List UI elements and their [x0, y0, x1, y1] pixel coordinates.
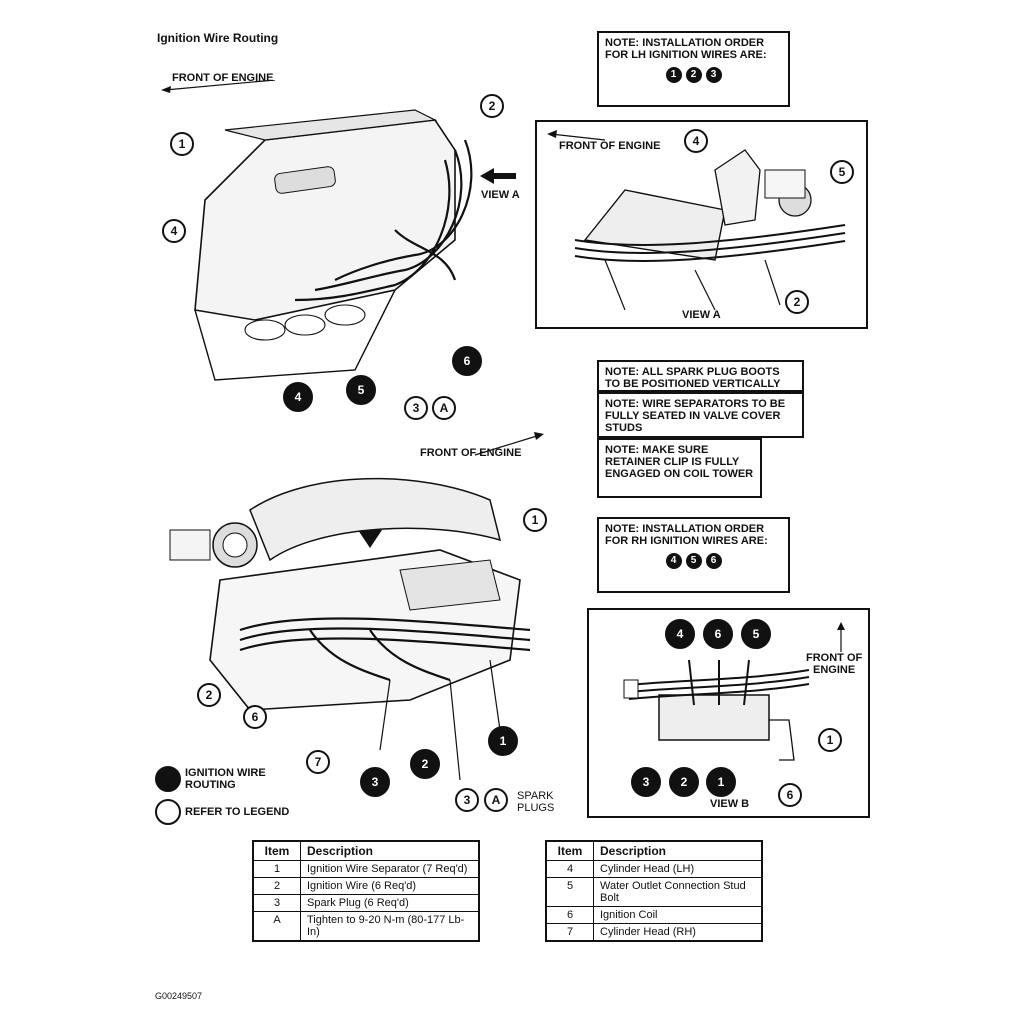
note-lh-installation-order: NOTE: INSTALLATION ORDER FOR LH IGNITION… — [597, 31, 790, 107]
view-b-panel: FRONT OF ENGINE 4 6 5 3 2 1 1 6 VIEW B — [587, 608, 870, 818]
top-engine-illustration — [161, 80, 473, 381]
legend-open-row: REFER TO LEGEND — [155, 799, 289, 825]
callout-4-view-a: 4 — [684, 129, 708, 153]
view-a-arrow-icon — [480, 168, 516, 184]
note-rh-text: NOTE: INSTALLATION ORDER FOR RH IGNITION… — [605, 523, 768, 547]
front-of-engine-label-bottom: FRONT OF ENGINE — [420, 447, 522, 459]
callout-7-bottom: 7 — [306, 750, 330, 774]
callout-a-bottom: A — [484, 788, 508, 812]
view-b-caption: VIEW B — [710, 798, 750, 810]
table-left-header-item: Item — [252, 840, 301, 861]
view-b-callout-1: 1 — [706, 767, 736, 797]
spark-plugs-label: SPARK PLUGS — [517, 790, 555, 814]
callout-5-view-a: 5 — [830, 160, 854, 184]
callout-filled-1-bottom: 1 — [488, 726, 518, 756]
note-retainer-clip: NOTE: MAKE SURE RETAINER CLIP IS FULLY E… — [597, 438, 762, 498]
table-left-header-row: Item Description — [252, 840, 480, 861]
callout-filled-2-bottom: 2 — [410, 749, 440, 779]
callout-2-bottom: 2 — [197, 683, 221, 707]
callout-1-top: 1 — [170, 132, 194, 156]
view-b-callout-4: 4 — [665, 619, 695, 649]
view-b-callout-5: 5 — [741, 619, 771, 649]
callout-1-bottom: 1 — [523, 508, 547, 532]
table-right-header-item: Item — [545, 840, 594, 861]
legend-open-circle-icon — [155, 799, 181, 825]
view-a-panel: FRONT OF ENGINE 4 5 2 VIEW A — [535, 120, 868, 329]
lh-order-2: 2 — [685, 67, 702, 83]
callout-2-view-a: 2 — [785, 290, 809, 314]
view-b-callout-2: 2 — [669, 767, 699, 797]
front-of-engine-label-view-a: FRONT OF ENGINE — [559, 140, 661, 152]
note-lh-text: NOTE: INSTALLATION ORDER FOR LH IGNITION… — [605, 37, 767, 61]
callout-filled-4-top: 4 — [283, 382, 313, 412]
table-left-header-description: Description — [300, 840, 480, 861]
callout-filled-5-top: 5 — [346, 375, 376, 405]
table-right-header-row: Item Description — [545, 840, 763, 861]
lh-order-3: 3 — [705, 67, 722, 83]
legend-open-text: REFER TO LEGEND — [185, 806, 290, 818]
callout-3-top: 3 — [404, 396, 428, 420]
callout-filled-3-bottom: 3 — [360, 767, 390, 797]
note-rh-installation-order: NOTE: INSTALLATION ORDER FOR RH IGNITION… — [597, 517, 790, 593]
figure-title: Ignition Wire Routing — [157, 31, 279, 45]
view-b-up-arrow-icon — [837, 622, 845, 652]
callout-4-top: 4 — [162, 219, 186, 243]
rh-order-6: 6 — [705, 553, 722, 569]
note-spark-plug-boots: NOTE: ALL SPARK PLUG BOOTS TO BE POSITIO… — [597, 360, 804, 392]
callout-filled-6-top: 6 — [452, 346, 482, 376]
callout-6-bottom: 6 — [243, 705, 267, 729]
lh-order-1: 1 — [665, 67, 682, 83]
view-a-caption: VIEW A — [682, 309, 721, 321]
front-of-engine-label-view-b: FRONT OF ENGINE — [806, 652, 863, 676]
callout-2-top: 2 — [480, 94, 504, 118]
legend-filled-text: IGNITION WIRE ROUTING — [185, 767, 266, 791]
legend-filled-circle-icon — [155, 766, 181, 792]
view-b-callout-6: 6 — [703, 619, 733, 649]
note-wire-separators: NOTE: WIRE SEPARATORS TO BE FULLY SEATED… — [597, 392, 804, 438]
rh-order-4: 4 — [665, 553, 682, 569]
callout-3-bottom: 3 — [455, 788, 479, 812]
figure-code: G00249507 — [155, 991, 203, 1001]
view-b-callout-3: 3 — [631, 767, 661, 797]
view-b-callout-open-1: 1 — [818, 728, 842, 752]
legend-filled-row: IGNITION WIRE ROUTING — [155, 766, 295, 792]
table-right-header-description: Description — [593, 840, 763, 861]
callout-a-top: A — [432, 396, 456, 420]
rh-order-5: 5 — [685, 553, 702, 569]
view-b-coil-illustration — [623, 659, 810, 761]
front-of-engine-label-top: FRONT OF ENGINE — [172, 72, 274, 84]
view-b-callout-open-6: 6 — [778, 783, 802, 807]
view-a-illustration — [547, 130, 846, 311]
bottom-engine-illustration — [169, 432, 544, 781]
view-a-arrow-label: VIEW A — [481, 189, 520, 201]
